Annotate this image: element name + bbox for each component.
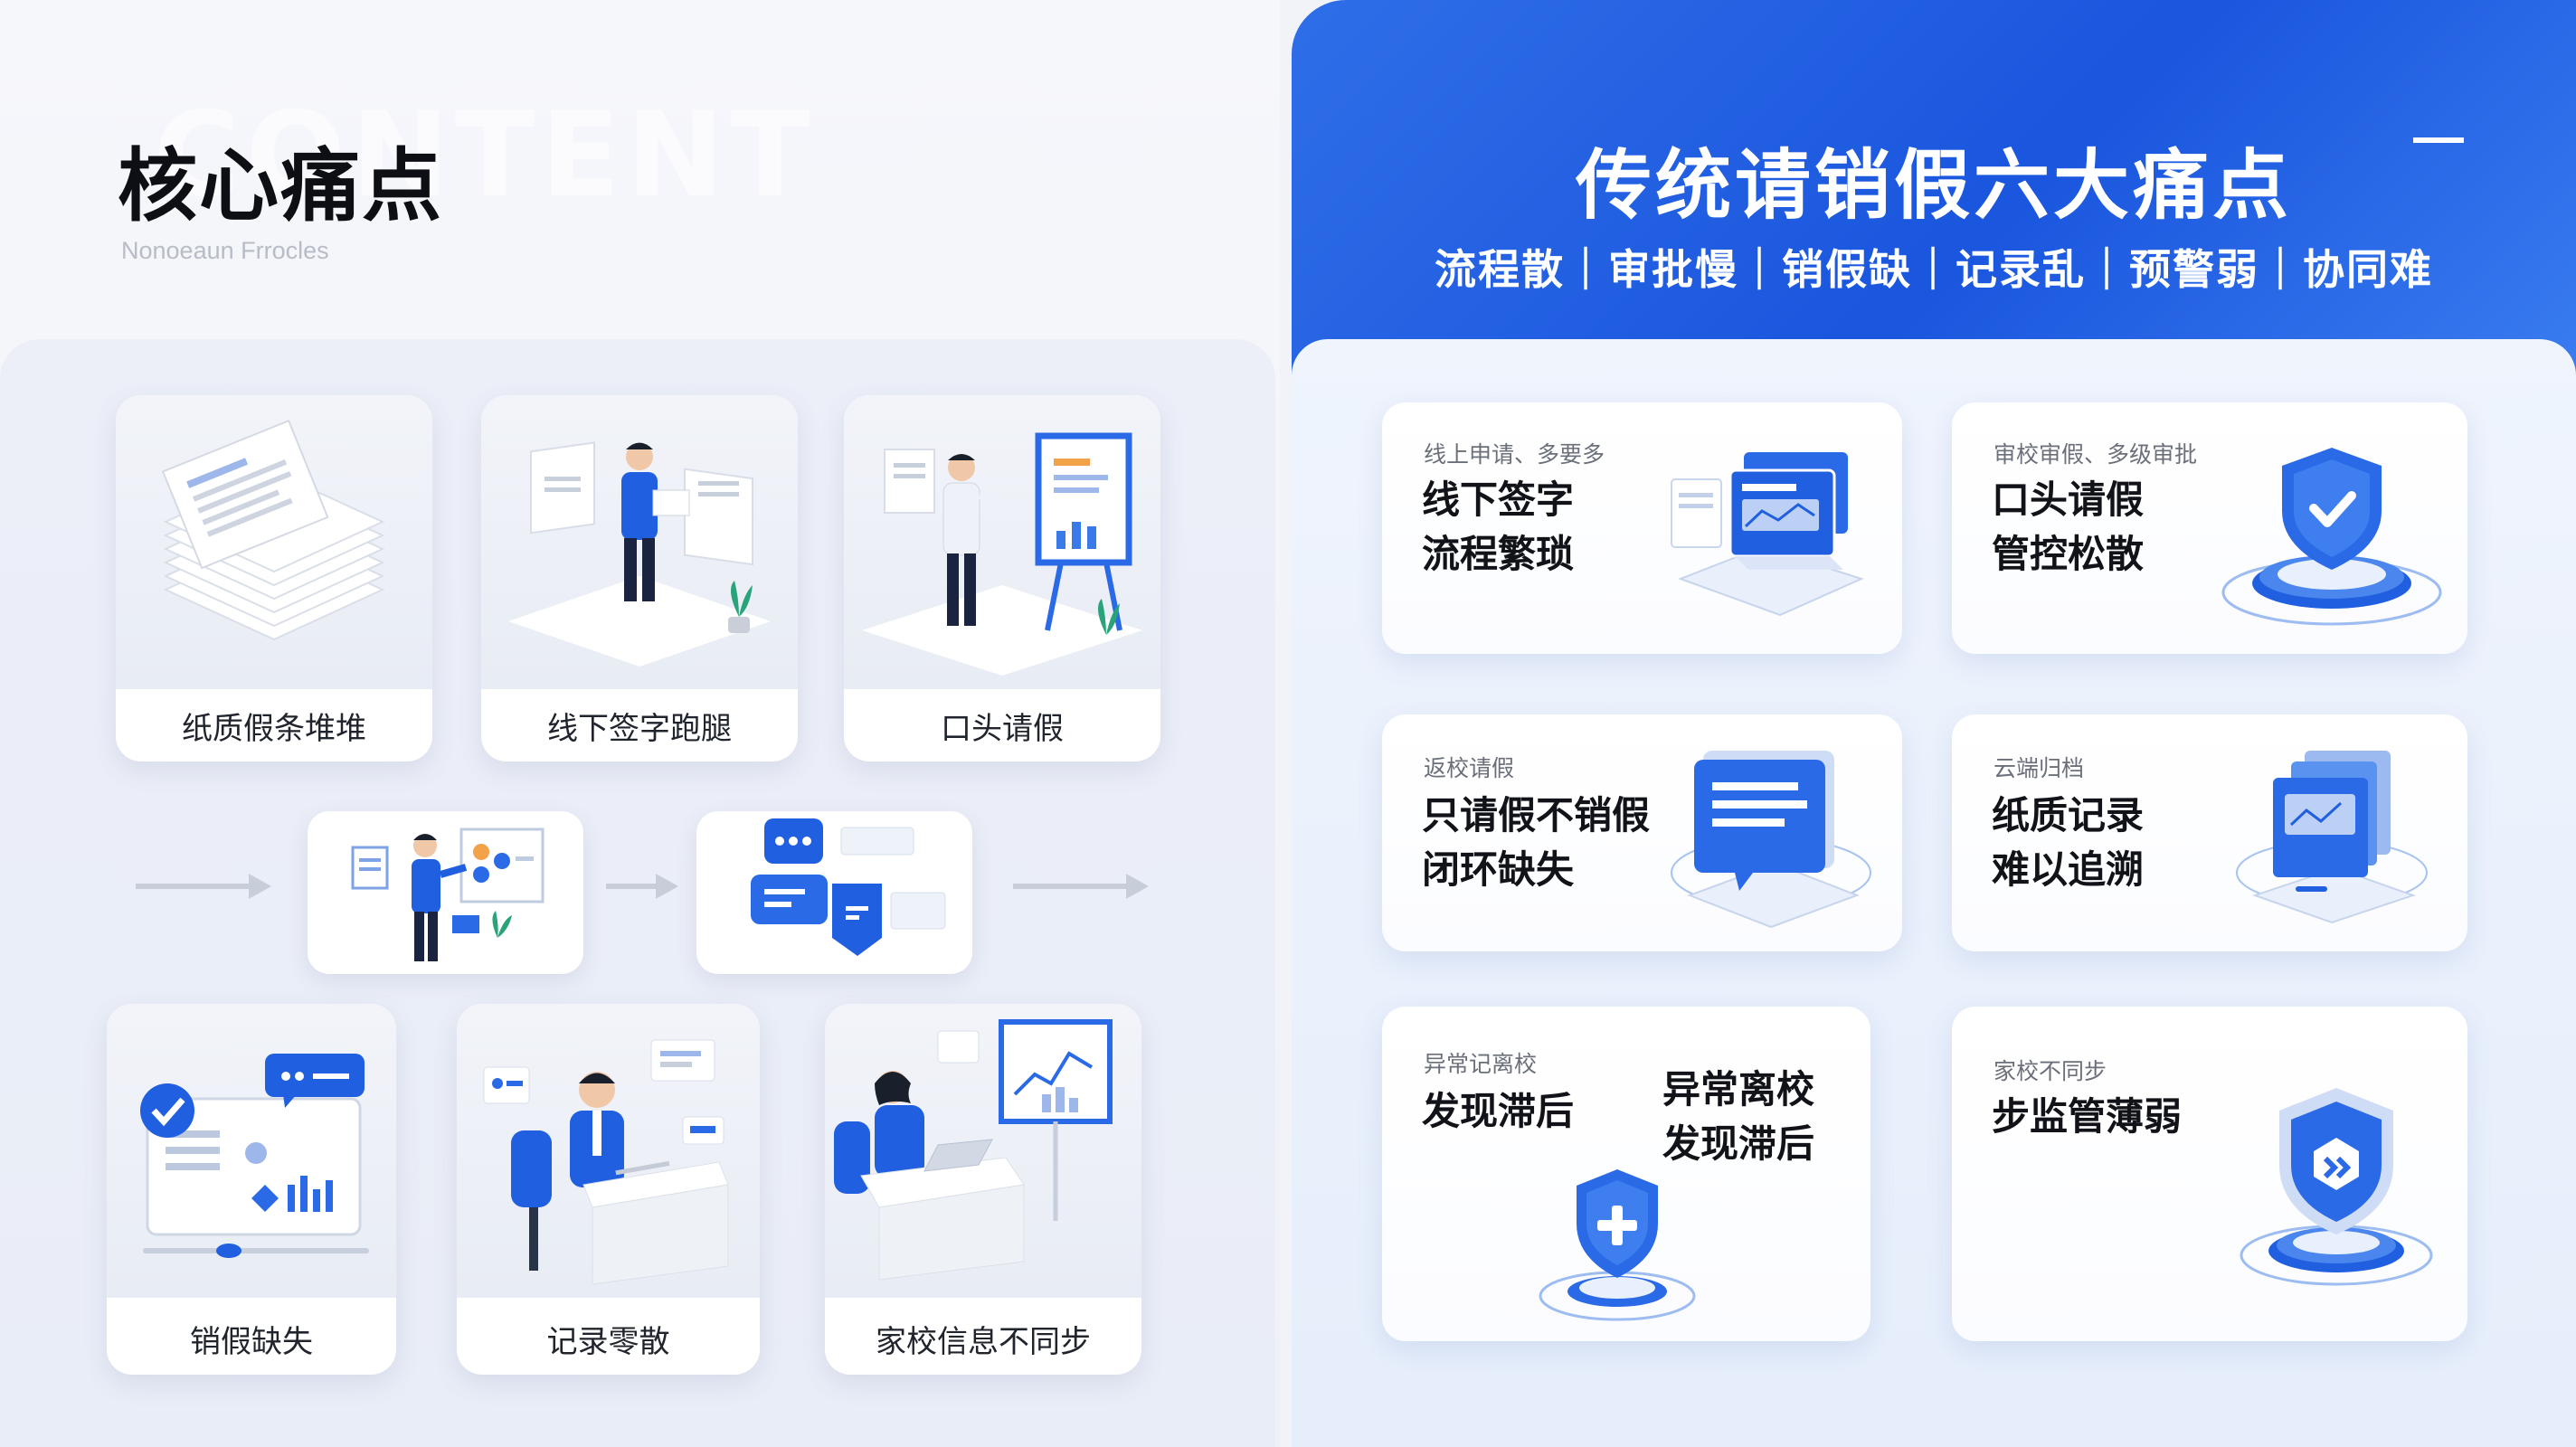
pain-card-caption: 云端归档 [1994,755,2085,781]
card-missing-return[interactable]: 销假缺失 [107,1004,396,1375]
card-verbal-leave[interactable]: 口头请假 [844,395,1160,761]
right-header: 传统请销假六大痛点 流程散｜审批慢｜销假缺｜记录乱｜预警弱｜协同难 [1292,0,2576,389]
shield-check-icon [2221,448,2442,626]
desk-worker-illustration [457,1004,760,1298]
arrow-right-icon [606,874,678,899]
pain-card-caption: 线上申请、多要多 [1424,441,1605,468]
card-label: 家校信息不同步 [876,1323,1091,1360]
card-label: 线下签字跑腿 [547,710,732,747]
minimize-icon[interactable] [2413,137,2464,143]
section-title: 传统请销假六大痛点 [1575,141,2292,230]
arrow-right-icon [1013,874,1149,899]
shield-sync-icon [2240,1088,2433,1286]
pain-card-caption: 家校不同步 [1994,1058,2107,1084]
pain-card-verbal-leave[interactable]: 审校审假、多级审批 口头请假 管控松散 [1952,402,2467,654]
card-scattered-records[interactable]: 记录零散 [457,1004,760,1375]
paper-stack-illustration [116,395,432,689]
pain-card-caption: 审校审假、多级审批 [1994,441,2198,468]
pain-card-line1: 发现滞后 [1422,1089,1575,1133]
card-label: 纸质假条堆堆 [182,710,366,747]
archive-folder-icon [2236,751,2428,924]
pain-card-line1: 口头请假 [1992,478,2145,522]
pain-card-line2: 流程繁琐 [1422,532,1575,576]
pain-card-line1: 纸质记录 [1992,793,2145,837]
pain-point-grid: 线上申请、多要多 线下签字 流程繁琐 审校审假、多级审批 口头请假 管控松散 [1292,339,2576,1447]
mid-card-teacher [308,811,583,974]
watermark-text: CONTENT [154,86,816,223]
pain-card-caption: 异常记离校 [1424,1051,1538,1077]
pain-card-no-return[interactable]: 返校请假 只请假不销假 闭环缺失 [1382,714,1902,951]
card-offline-signature[interactable]: 线下签字跑腿 [481,395,798,761]
pain-card-offline-signature[interactable]: 线上申请、多要多 线下签字 流程繁琐 [1382,402,1902,654]
pain-card-home-school[interactable]: 家校不同步 步监管薄弱 [1952,1007,2467,1341]
pain-card-right-line2: 发现滞后 [1662,1121,1815,1166]
page-title: 核心痛点 [118,139,444,232]
dashboard-illustration [107,1004,396,1298]
card-home-school-unsync[interactable]: 家校信息不同步 [825,1004,1141,1375]
pain-card-abnormal-leave[interactable]: 异常记离校 发现滞后 异常离校 发现滞后 [1382,1007,1870,1341]
card-paper-notes[interactable]: 纸质假条堆堆 [116,395,432,761]
pain-card-line1: 线下签字 [1422,478,1575,522]
pain-card-right-line1: 异常离校 [1662,1067,1815,1111]
right-pane: 传统请销假六大痛点 流程散｜审批慢｜销假缺｜记录乱｜预警弱｜协同难 线上申请、多… [1292,0,2576,1447]
page-subtitle: Nonoeaun Frrocles [121,237,329,264]
arrow-right-icon [136,874,271,899]
chat-monitor-icon [1671,751,1871,929]
card-label: 口头请假 [941,710,1064,747]
laptop-worker-illustration [825,1004,1141,1298]
shield-plus-icon [1539,1169,1696,1321]
pain-card-paper-records[interactable]: 云端归档 纸质记录 难以追溯 [1952,714,2467,951]
mid-card-chat [696,811,972,974]
card-label: 记录零散 [546,1323,670,1360]
pain-card-line1: 步监管薄弱 [1992,1094,2183,1139]
pain-card-line2: 闭环缺失 [1422,847,1575,892]
pain-card-line1: 只请假不销假 [1422,793,1651,837]
signature-illustration [481,395,798,689]
pain-card-line2: 管控松散 [1992,532,2145,576]
pain-card-line2: 难以追溯 [1992,847,2145,892]
left-content-panel: 纸质假条堆堆 [0,339,1275,1447]
presentation-illustration [844,395,1160,689]
card-label: 销假缺失 [190,1323,313,1360]
section-subtitle: 流程散｜审批慢｜销假缺｜记录乱｜预警弱｜协同难 [1435,245,2433,294]
pain-card-caption: 返校请假 [1424,755,1515,781]
monitor-icon [1671,452,1864,617]
left-pane: CONTENT 核心痛点 Nonoeaun Frrocles [0,0,1280,1447]
